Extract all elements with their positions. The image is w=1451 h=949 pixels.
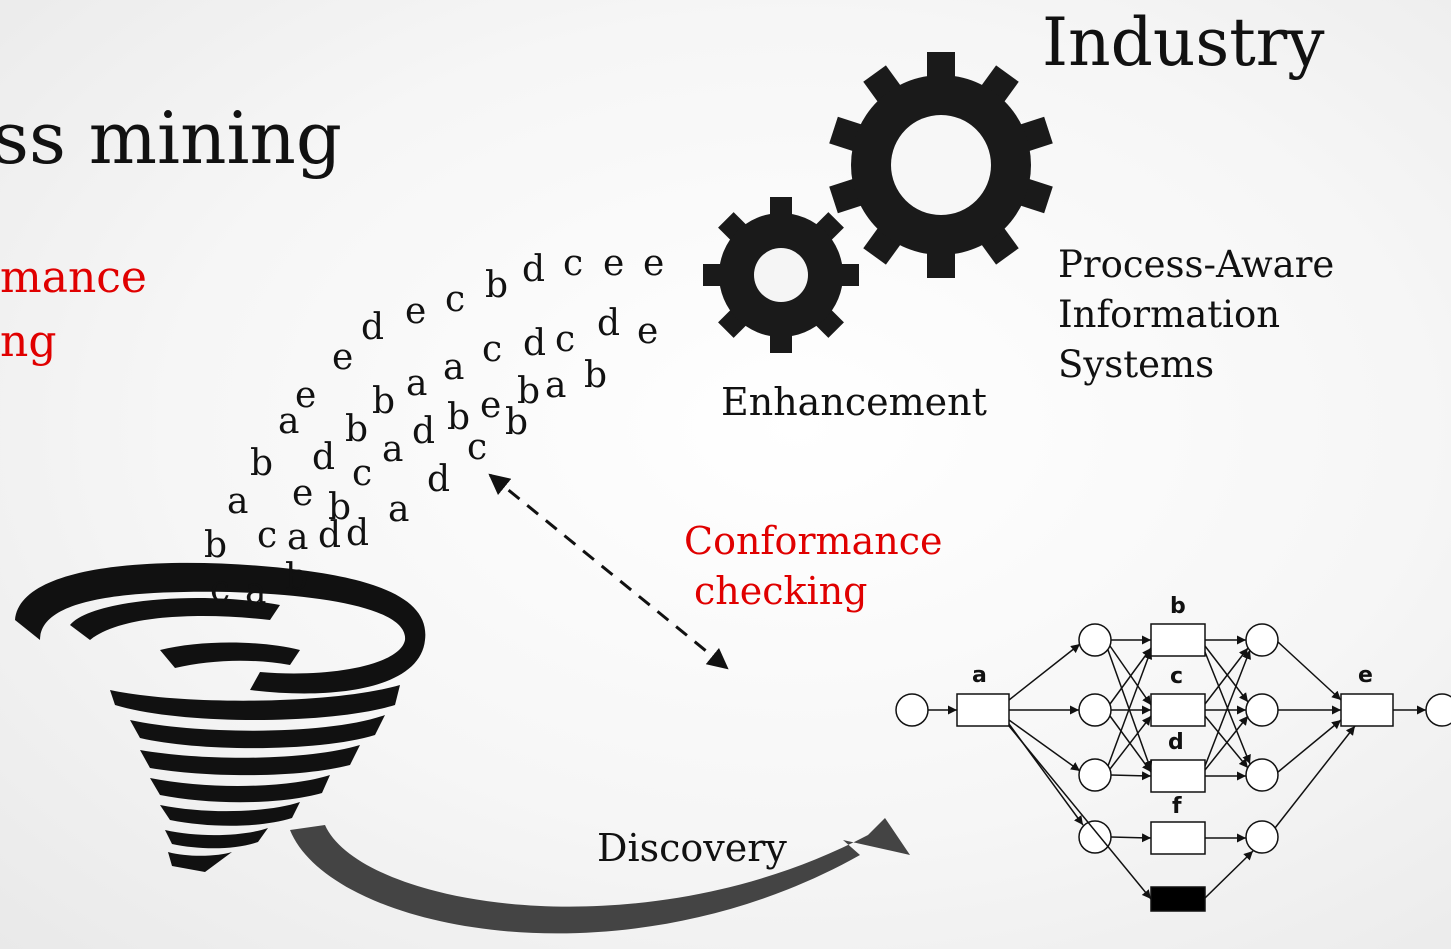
place-end — [1425, 693, 1451, 727]
event-letter: a — [388, 489, 410, 530]
event-letter: b — [204, 525, 228, 566]
event-letter: a — [545, 365, 567, 406]
event-letter: e — [480, 385, 502, 426]
event-letter: a — [227, 481, 249, 522]
transition-label-f: f — [1172, 794, 1182, 819]
event-letter: b — [584, 355, 608, 396]
event-letter: b — [328, 487, 352, 528]
event-letter: a — [443, 347, 465, 388]
transition-a — [956, 693, 1010, 727]
event-letter: c — [257, 515, 278, 556]
pais-line2: Information — [1058, 293, 1281, 336]
event-letter: d — [427, 459, 451, 500]
gear-large-icon — [829, 52, 1053, 278]
left-red-text-line2: ng — [0, 316, 57, 367]
event-letter: d — [318, 515, 342, 556]
tornado-icon — [15, 562, 426, 872]
pais-line3: Systems — [1058, 343, 1215, 386]
event-letter: d — [522, 249, 546, 290]
place-p4 — [1078, 820, 1112, 854]
event-letter: e — [643, 243, 665, 284]
event-letter: d — [312, 437, 336, 478]
place-p8 — [1245, 820, 1279, 854]
event-letter: c — [445, 279, 466, 320]
event-letter: e — [603, 243, 625, 284]
transition-b — [1150, 623, 1206, 657]
left-red-text-line1: mance — [0, 252, 147, 303]
event-letter: a — [382, 429, 404, 470]
transition-label-a: a — [972, 663, 987, 688]
process-mining-title: ss mining — [0, 96, 342, 180]
transition-d — [1150, 759, 1206, 793]
event-letter: b — [447, 397, 471, 438]
event-letter: d — [412, 411, 436, 452]
event-letter: c — [482, 329, 503, 370]
gear-small-icon — [703, 197, 859, 353]
event-letter: b — [505, 402, 529, 443]
place-start — [895, 693, 929, 727]
transition-label-e: e — [1358, 663, 1373, 688]
event-letter: d — [523, 323, 547, 364]
transition-label-b: b — [1170, 594, 1186, 619]
petri-net — [895, 623, 1451, 912]
event-letter: c — [210, 569, 231, 610]
event-letter: a — [278, 401, 300, 442]
transition-e — [1340, 693, 1394, 727]
place-p2 — [1078, 693, 1112, 727]
transition-label-d: d — [1168, 730, 1184, 755]
place-p3 — [1078, 758, 1112, 792]
event-letter: b — [372, 381, 396, 422]
pais-label: Process-Aware Information Systems — [1058, 240, 1334, 390]
transition-c — [1150, 693, 1206, 727]
transition-silent — [1150, 886, 1206, 912]
event-letter: e — [332, 337, 354, 378]
transition-f — [1150, 821, 1206, 855]
event-letter: b — [285, 557, 309, 598]
event-letter: c — [467, 427, 488, 468]
pais-line1: Process-Aware — [1058, 243, 1335, 286]
event-letter: e — [637, 311, 659, 352]
event-letter: a — [287, 517, 309, 558]
event-letter: d — [597, 303, 621, 344]
event-letter: b — [250, 443, 274, 484]
event-letter: a — [406, 363, 428, 404]
enhancement-label: Enhancement — [721, 380, 987, 424]
place-p5 — [1245, 623, 1279, 657]
transition-label-c: c — [1170, 664, 1184, 689]
event-letter: e — [292, 473, 314, 514]
event-letter: d — [361, 307, 385, 348]
discovery-label: Discovery — [597, 826, 787, 870]
event-letter: b — [485, 265, 509, 306]
place-p1 — [1078, 623, 1112, 657]
event-letter: c — [555, 319, 576, 360]
event-letter: c — [563, 243, 584, 284]
event-letter: b — [517, 371, 541, 412]
event-letter: d — [346, 513, 370, 554]
conformance-arrow — [488, 473, 729, 670]
event-letter: a — [245, 571, 267, 612]
place-p6 — [1245, 693, 1279, 727]
place-p7 — [1245, 758, 1279, 792]
event-letter: e — [295, 375, 317, 416]
discovery-arrow — [290, 818, 910, 934]
event-letter: c — [352, 453, 373, 494]
industry-title: Industry — [1042, 4, 1325, 81]
event-letter: e — [405, 291, 427, 332]
event-letter: b — [345, 409, 369, 450]
